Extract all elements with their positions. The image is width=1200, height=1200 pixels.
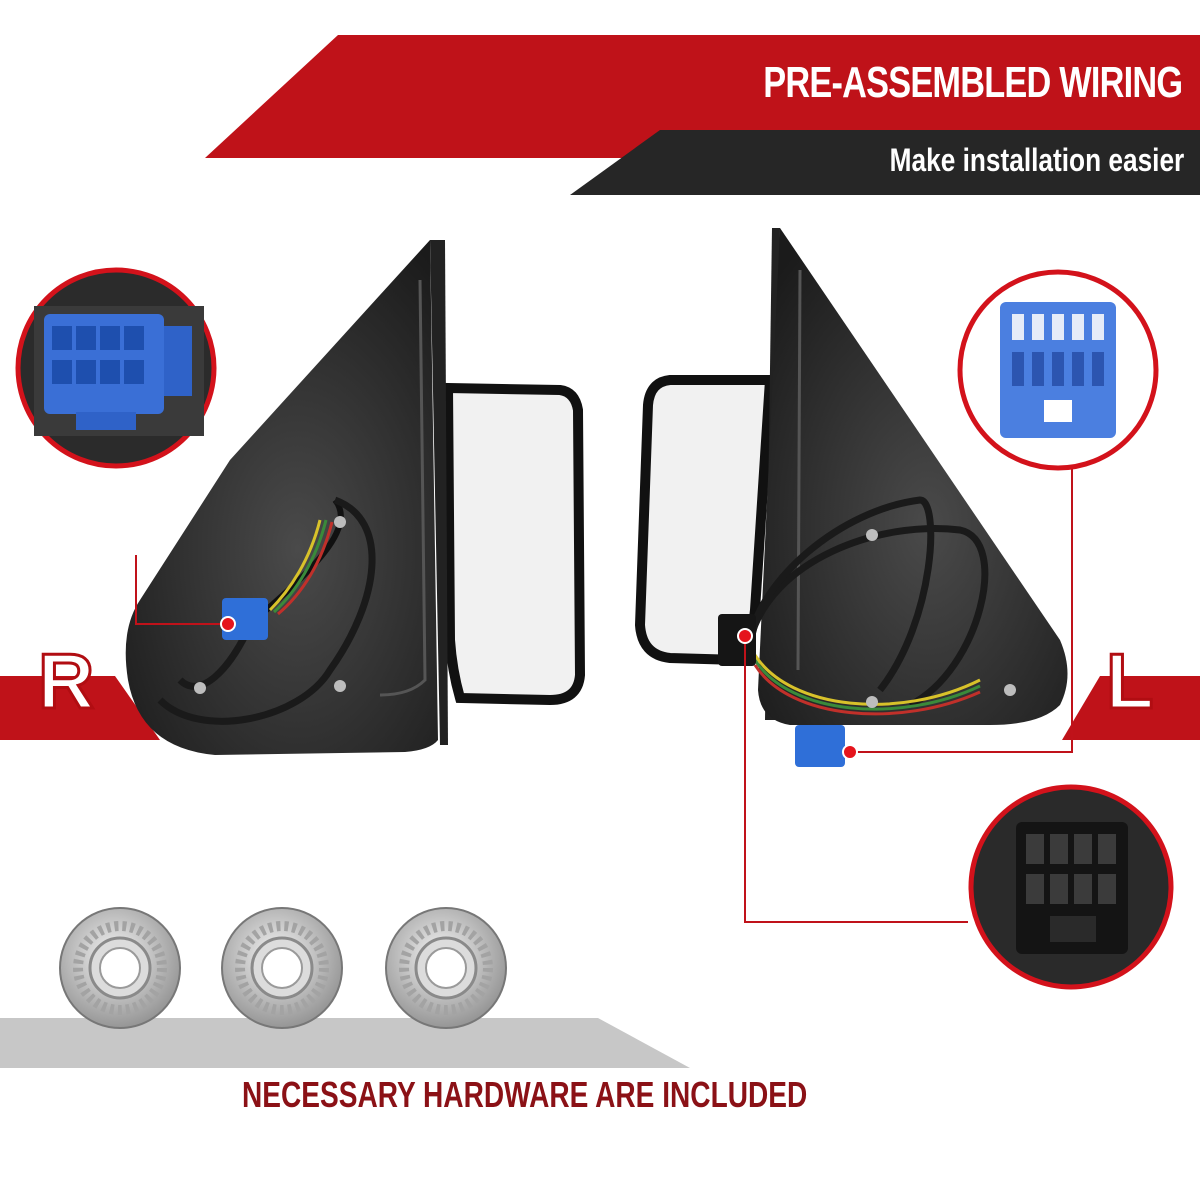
hardware-caption: NECESSARY HARDWARE ARE INCLUDED	[242, 1074, 808, 1115]
mirrors-illustration	[125, 228, 1073, 923]
flange-nut-3	[385, 907, 507, 1029]
right-mirror-edge	[430, 240, 448, 745]
right-side-bar	[0, 676, 160, 740]
right-side-letter: R	[36, 636, 95, 727]
right-mirror-arm	[442, 382, 586, 706]
right-connector-zoom	[15, 267, 217, 469]
right-mirror-base	[125, 240, 438, 755]
side-bars	[0, 676, 1200, 740]
flange-nut-1	[59, 907, 181, 1029]
red-banner-band	[205, 35, 1200, 158]
right-mirror	[125, 240, 586, 755]
shelf-shadow	[0, 1018, 690, 1068]
banner-headline: PRE-ASSEMBLED WIRING	[762, 58, 1183, 107]
left-side-letter: L	[1105, 636, 1156, 727]
left-connector-blue-zoom	[957, 269, 1159, 471]
callout-lines	[135, 460, 1073, 923]
left-connector-black-zoom	[968, 784, 1174, 990]
left-side-bar	[1062, 676, 1200, 740]
banner-graphics	[205, 35, 1200, 195]
left-mirror-black-connector	[718, 614, 756, 666]
left-mirror	[634, 228, 1068, 767]
hardware-shelf	[0, 1018, 690, 1068]
left-mirror-base	[758, 228, 1068, 725]
flange-nut-2	[221, 907, 343, 1029]
banner-subline: Make installation easier	[889, 142, 1184, 178]
dark-banner-band	[570, 130, 1200, 195]
left-mirror-blue-connector	[795, 725, 845, 767]
